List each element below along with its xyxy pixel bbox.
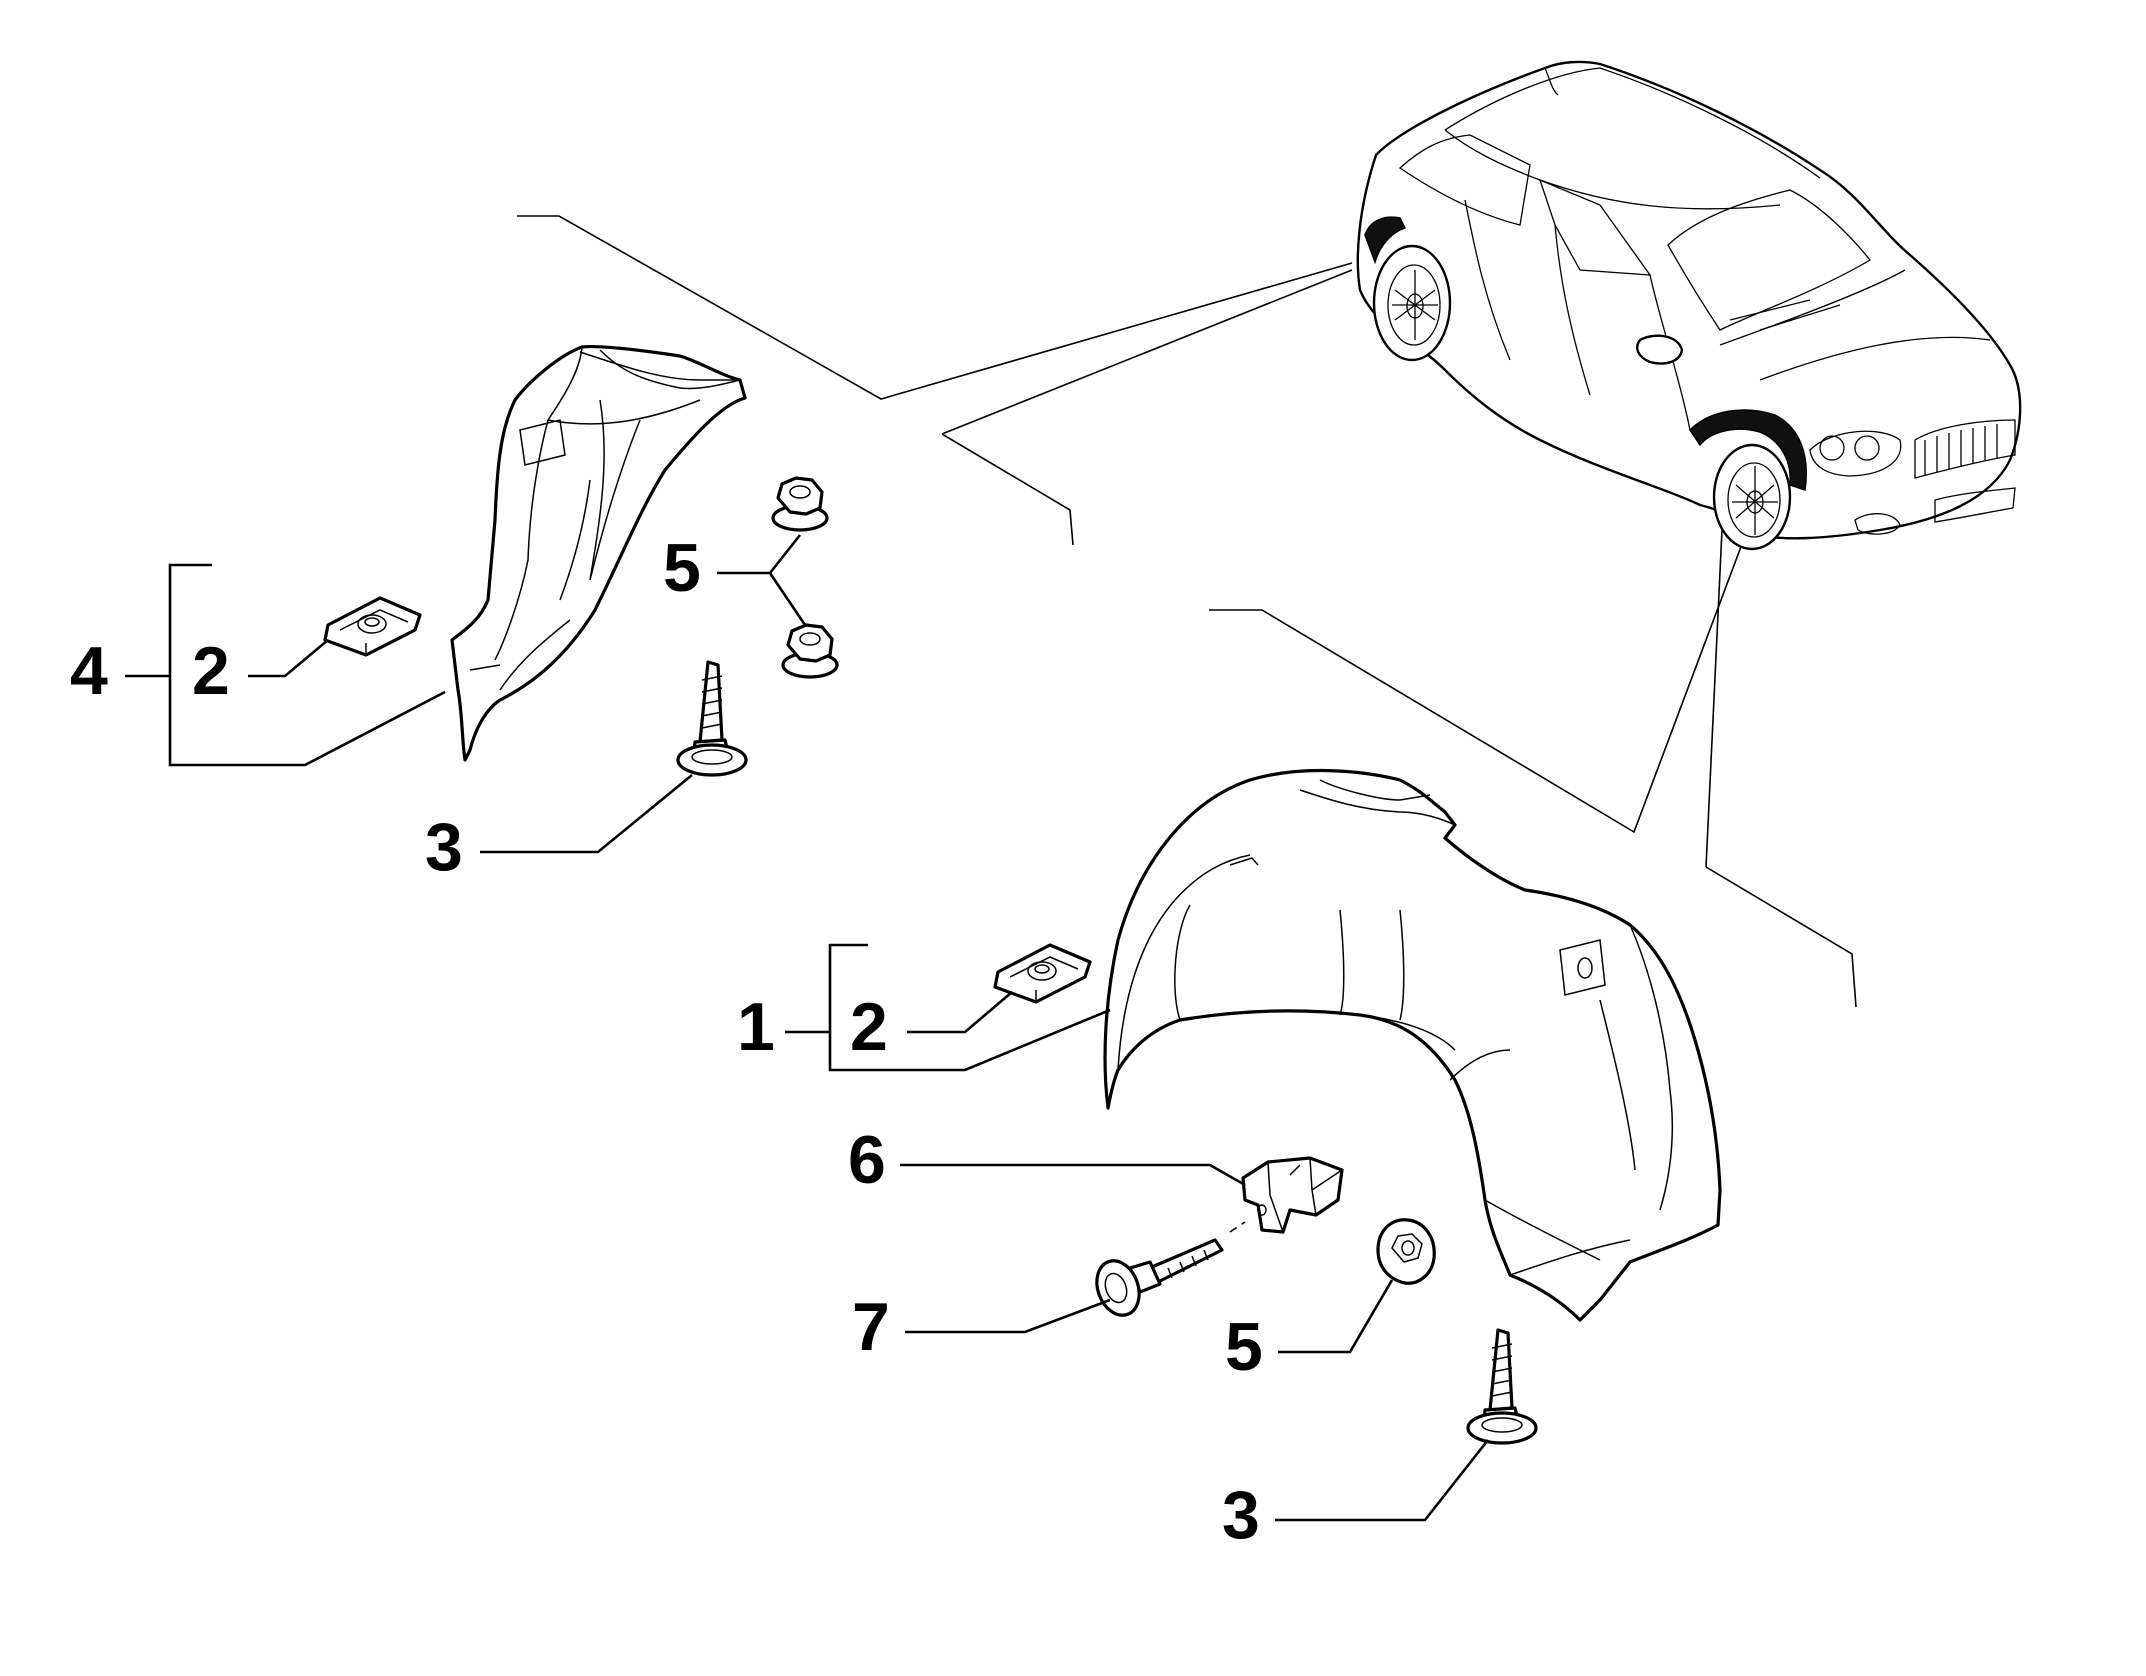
- callout-front-pin: 7: [852, 1289, 890, 1365]
- callout-front-clip: 2: [850, 989, 888, 1065]
- callout-front-bracket: 6: [848, 1122, 886, 1198]
- callout-rear-clip: 2: [192, 633, 230, 709]
- push-pin-icon: [1095, 1238, 1224, 1317]
- callout-rear-group: 4: [70, 633, 108, 709]
- flange-nut-rear-top-icon: [771, 476, 829, 532]
- car-illustration-icon: [1356, 60, 2022, 551]
- assembly-axis: [1229, 1221, 1246, 1233]
- callout-rear-screw: 3: [425, 809, 463, 885]
- flange-nut-front-icon: [1376, 1218, 1436, 1285]
- screw-rear-icon: [676, 660, 748, 777]
- clip-nut-front-icon: [993, 943, 1092, 1004]
- callout-front-group: 1: [737, 989, 775, 1065]
- wheel-liner-rear-icon: [450, 344, 747, 762]
- screw-front-icon: [1466, 1328, 1538, 1445]
- callout-front-screw: 3: [1222, 1477, 1260, 1553]
- flange-nut-rear-bottom-icon: [781, 623, 839, 679]
- callout-front-nut: 5: [1225, 1309, 1263, 1385]
- guide-lines: [517, 215, 1857, 1008]
- clip-nut-rear-icon: [323, 596, 422, 657]
- wheel-liner-front-icon: [1103, 768, 1722, 1322]
- leader-lines: [125, 534, 1490, 1522]
- bracket-icon: [1241, 1156, 1344, 1234]
- callout-rear-nuts: 5: [663, 530, 701, 606]
